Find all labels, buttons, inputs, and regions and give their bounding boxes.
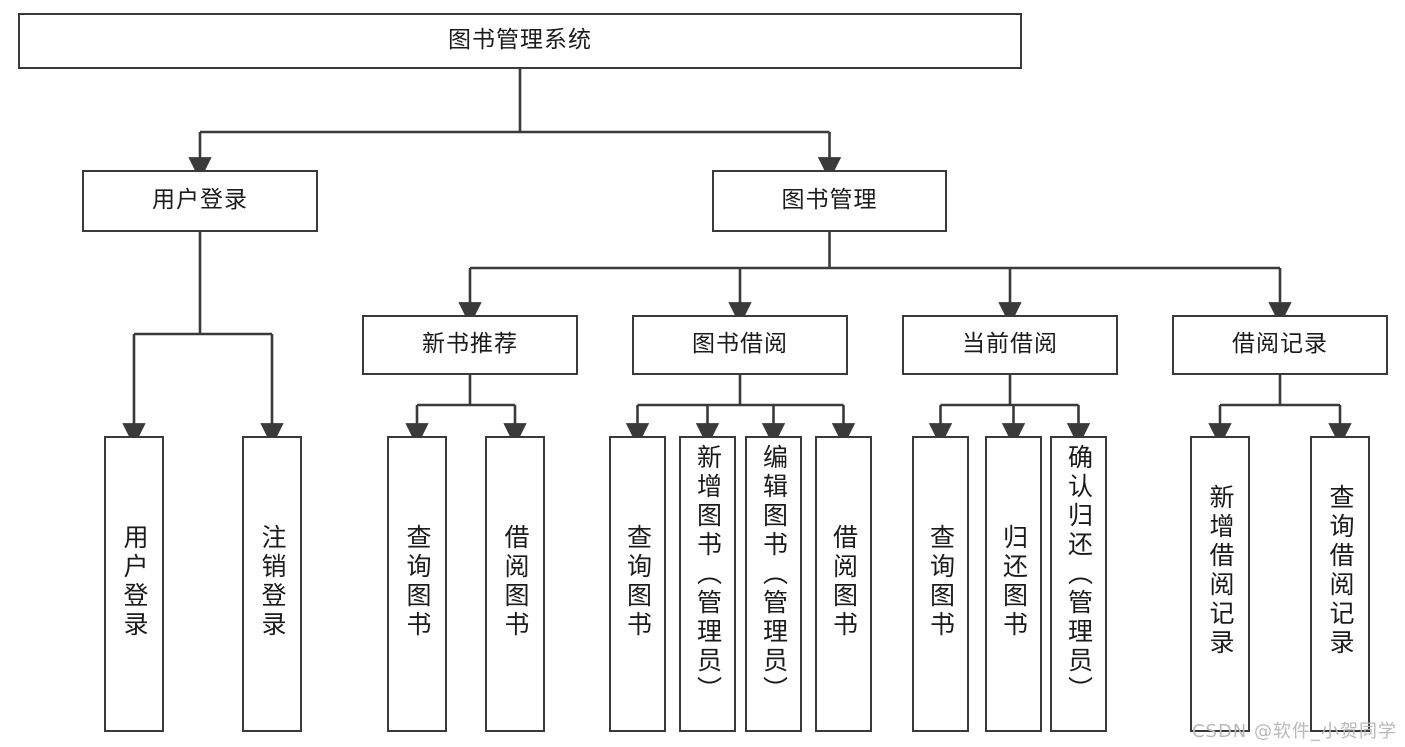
node-leaf-borrow-lend[interactable]: 借阅图书 [815, 436, 872, 732]
node-label: 确认归还（管理员） [1064, 444, 1094, 705]
node-leaf-cur-query[interactable]: 查询图书 [912, 436, 969, 732]
watermark: CSDN @软件_小贺同学 [1191, 721, 1397, 742]
node-leaf-rec-query[interactable]: 查询图书 [387, 436, 447, 732]
node-label: 查询图书 [623, 524, 653, 640]
node-label: 用户登录 [152, 187, 248, 214]
node-leaf-borrow-edit[interactable]: 编辑图书（管理员） [745, 436, 802, 732]
node-book-manage[interactable]: 图书管理 [712, 170, 947, 232]
node-label: 借阅图书 [829, 524, 859, 640]
node-label: 编辑图书（管理员） [759, 444, 789, 705]
node-leaf-borrow-query[interactable]: 查询图书 [609, 436, 666, 732]
node-label: 新书推荐 [422, 331, 518, 358]
node-leaf-rec-add[interactable]: 新增借阅记录 [1190, 436, 1250, 732]
node-label: 归还图书 [999, 524, 1029, 640]
node-new-book-rec[interactable]: 新书推荐 [362, 315, 578, 375]
node-label: 借阅记录 [1232, 331, 1328, 358]
node-label: 图书管理系统 [448, 27, 592, 54]
node-label: 注销登录 [258, 524, 287, 640]
node-label: 当前借阅 [962, 331, 1058, 358]
node-user-login[interactable]: 用户登录 [82, 170, 318, 232]
node-label: 查询图书 [403, 524, 432, 640]
node-book-borrow[interactable]: 图书借阅 [632, 315, 848, 375]
node-leaf-rec-borrow[interactable]: 借阅图书 [485, 436, 545, 732]
node-leaf-cur-return[interactable]: 归还图书 [985, 436, 1042, 732]
node-label: 查询借阅记录 [1326, 484, 1355, 658]
node-leaf-user-login[interactable]: 用户登录 [104, 436, 164, 732]
node-label: 图书借阅 [692, 331, 788, 358]
node-leaf-cur-confirm[interactable]: 确认归还（管理员） [1050, 436, 1107, 732]
node-leaf-user-logout[interactable]: 注销登录 [242, 436, 302, 732]
node-label: 新增借阅记录 [1206, 484, 1235, 658]
node-label: 用户登录 [120, 524, 149, 640]
node-label: 图书管理 [781, 187, 878, 214]
node-leaf-rec-query2[interactable]: 查询借阅记录 [1310, 436, 1370, 732]
node-label: 借阅图书 [501, 524, 530, 640]
node-root[interactable]: 图书管理系统 [18, 13, 1022, 69]
node-label: 查询图书 [926, 524, 956, 640]
node-leaf-borrow-add[interactable]: 新增图书（管理员） [679, 436, 736, 732]
node-borrow-record[interactable]: 借阅记录 [1172, 315, 1388, 375]
node-current-borrow[interactable]: 当前借阅 [902, 315, 1118, 375]
node-label: 新增图书（管理员） [693, 444, 723, 705]
